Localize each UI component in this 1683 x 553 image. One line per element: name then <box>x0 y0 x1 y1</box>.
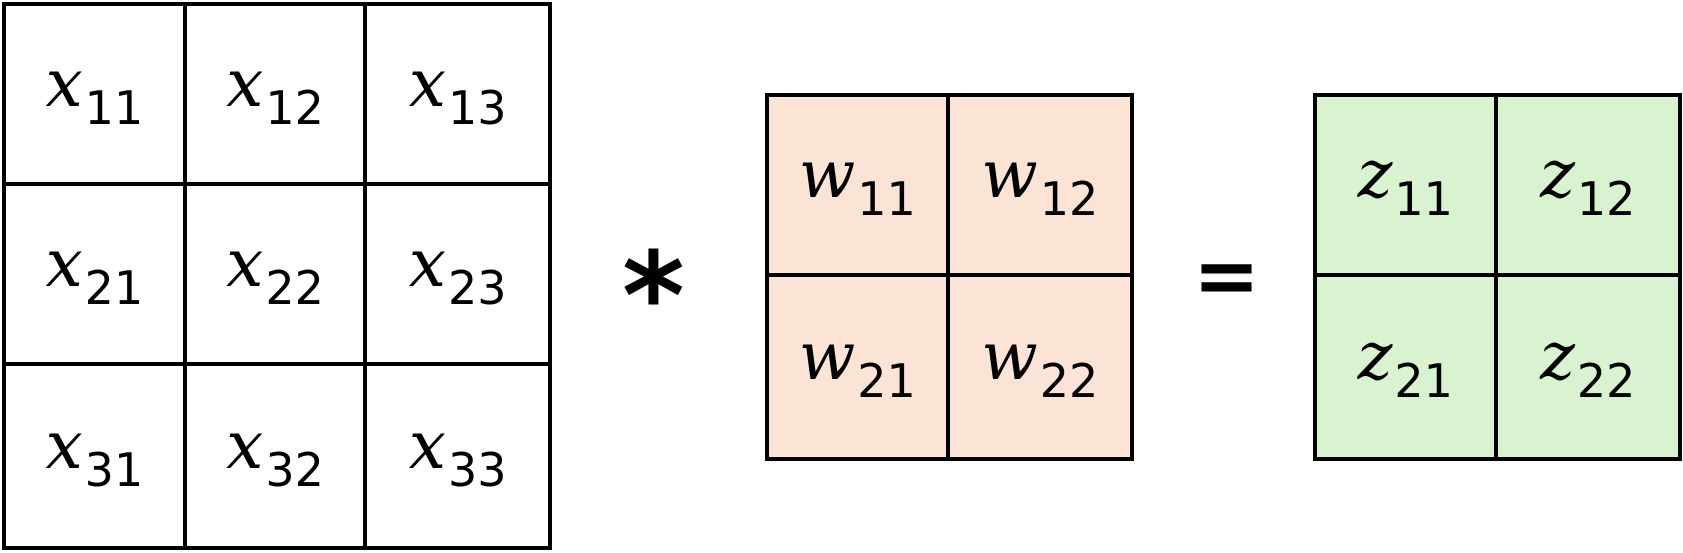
kernel-subscript: 21 <box>857 354 916 408</box>
output-subscript: 12 <box>1576 172 1636 226</box>
input-subscript: 12 <box>265 81 324 135</box>
input-symbol: x <box>226 45 264 122</box>
input-subscript: 22 <box>265 261 324 315</box>
kernel-subscript: 22 <box>1039 354 1099 408</box>
convolution-operator: * <box>622 228 685 367</box>
input-subscript: 33 <box>448 443 507 497</box>
output-symbol: z <box>1540 318 1575 395</box>
input-symbol: x <box>226 407 264 484</box>
equals-sign: = <box>1193 229 1261 322</box>
kernel-subscript: 11 <box>857 172 916 226</box>
input-symbol: x <box>226 225 264 302</box>
input-symbol: x <box>408 225 446 302</box>
input-symbol: x <box>45 407 83 484</box>
kernel-symbol: w <box>981 318 1038 395</box>
input-subscript: 31 <box>84 443 144 497</box>
input-subscript: 13 <box>448 81 507 135</box>
output-subscript: 11 <box>1394 172 1453 226</box>
input-subscript: 23 <box>448 261 507 315</box>
output-symbol: z <box>1357 136 1393 213</box>
input-symbol: x <box>408 45 446 122</box>
kernel-subscript: 12 <box>1039 172 1099 226</box>
input-symbol: x <box>408 407 446 484</box>
input-subscript: 11 <box>84 81 144 135</box>
input-symbol: x <box>45 45 83 122</box>
output-symbol: z <box>1357 318 1393 395</box>
kernel-symbol: w <box>798 136 856 213</box>
output-subscript: 22 <box>1576 354 1636 408</box>
input-symbol: x <box>45 225 83 302</box>
kernel-symbol: w <box>798 318 856 395</box>
output-subscript: 21 <box>1394 354 1453 408</box>
output-symbol: z <box>1540 136 1575 213</box>
input-subscript: 32 <box>265 443 324 497</box>
kernel-symbol: w <box>981 136 1038 213</box>
input-subscript: 21 <box>84 261 144 315</box>
